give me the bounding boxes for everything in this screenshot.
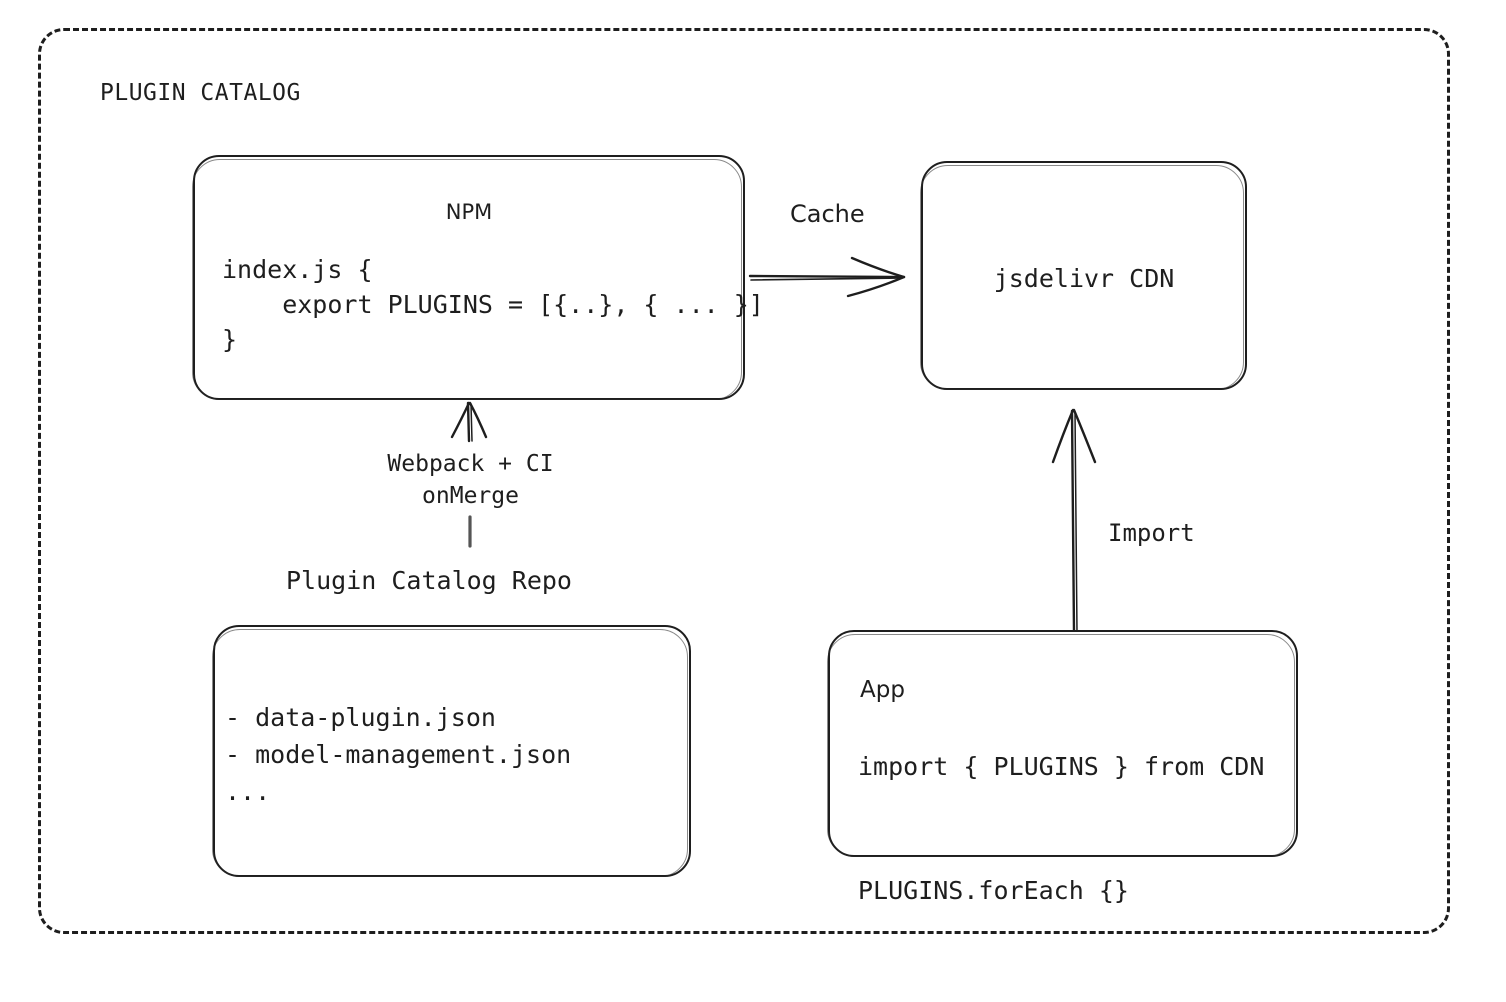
node-app-code: import { PLUGINS } from CDN PLUGINS.forE… [858,752,1265,905]
node-plugin-catalog-repo[interactable]: - data-plugin.json - model-management.js… [212,625,691,877]
node-npm-code: index.js { export PLUGINS = [{..}, { ...… [222,255,764,354]
plugin-catalog-container [38,28,1450,934]
edge-label-import: Import [1108,519,1195,547]
edge-label-cache: Cache [790,200,865,228]
node-jsdelivr-cdn-label: jsdelivr CDN [993,264,1175,293]
edge-label-webpack-ci-onmerge: Webpack + CI onMerge [387,451,554,509]
node-npm-title: NPM [445,200,493,224]
catalog-title: PLUGIN CATALOG [100,80,301,106]
node-repo-file-list: - data-plugin.json - model-management.js… [225,703,572,806]
node-app-title: App [860,677,905,703]
node-repo-caption: Plugin Catalog Repo [286,566,572,595]
edge-npm-to-cdn [748,256,906,298]
node-jsdelivr-cdn[interactable]: jsdelivr CDN [920,161,1247,390]
edge-app-to-cdn [1051,408,1097,634]
node-app[interactable]: App import { PLUGINS } from CDN PLUGINS.… [827,630,1298,905]
node-npm[interactable]: NPM index.js { export PLUGINS = [{..}, {… [192,155,764,400]
edge-repo-to-npm [450,401,488,548]
